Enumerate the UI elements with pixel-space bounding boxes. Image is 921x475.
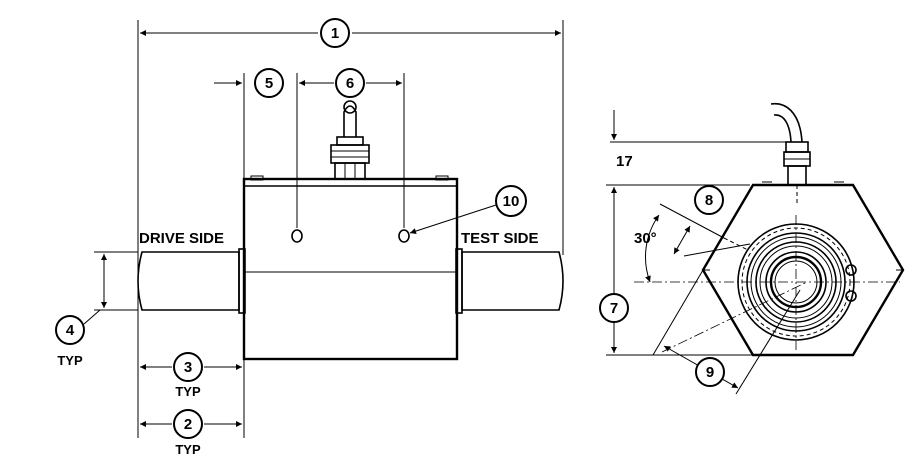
drive-side-label: DRIVE SIDE [139, 230, 224, 247]
svg-text:1: 1 [331, 25, 339, 42]
svg-text:TYP: TYP [175, 442, 201, 457]
svg-text:TYP: TYP [57, 353, 83, 368]
svg-text:10: 10 [503, 193, 520, 210]
mounting-hole-right [398, 229, 410, 243]
callout-5: 5 [254, 68, 284, 98]
side-view: DRIVE SIDE TEST SIDE 1 5 6 10 [55, 18, 564, 457]
dimension-line-8 [673, 225, 691, 255]
svg-text:9: 9 [706, 364, 714, 381]
hidden-edge-8 [723, 237, 749, 251]
cable [770, 102, 811, 205]
drive-shaft [137, 248, 246, 314]
centerline-angled [661, 281, 808, 353]
set-screw-upper [845, 264, 857, 276]
callout-10: 10 [495, 185, 527, 217]
extension-line-8-a [659, 203, 725, 239]
hexagon-housing [701, 181, 905, 357]
svg-text:3: 3 [184, 359, 192, 376]
test-side-label: TEST SIDE [461, 230, 539, 247]
mounting-hole-left [291, 229, 303, 243]
callout-7: 7 [599, 293, 629, 323]
angle-arc [645, 214, 660, 283]
svg-text:8: 8 [705, 192, 713, 209]
angle-label: 30° [634, 230, 657, 247]
svg-text:2: 2 [184, 416, 192, 433]
callout-2: 2 TYP [173, 409, 203, 457]
svg-text:6: 6 [346, 75, 354, 92]
sensor-body [242, 175, 459, 361]
end-view: 17 [599, 102, 905, 395]
dimension-17-label: 17 [616, 153, 633, 170]
callout-9: 9 [695, 357, 725, 387]
svg-text:TYP: TYP [175, 384, 201, 399]
callout-8: 8 [694, 185, 724, 215]
cable-gland [330, 100, 370, 180]
extension-line-9-a [652, 269, 704, 356]
leader-line-4 [83, 309, 101, 325]
svg-text:4: 4 [66, 322, 75, 339]
leader-line-10 [409, 204, 497, 234]
callout-1: 1 [320, 18, 350, 48]
test-shaft [455, 248, 564, 314]
svg-text:5: 5 [265, 75, 273, 92]
extension-line-9-b [735, 289, 801, 395]
svg-text:7: 7 [610, 300, 618, 317]
set-screw-lower [845, 290, 857, 302]
callout-3: 3 TYP [173, 352, 203, 399]
callout-6: 6 [335, 68, 365, 98]
callout-4: 4 TYP [55, 315, 85, 368]
